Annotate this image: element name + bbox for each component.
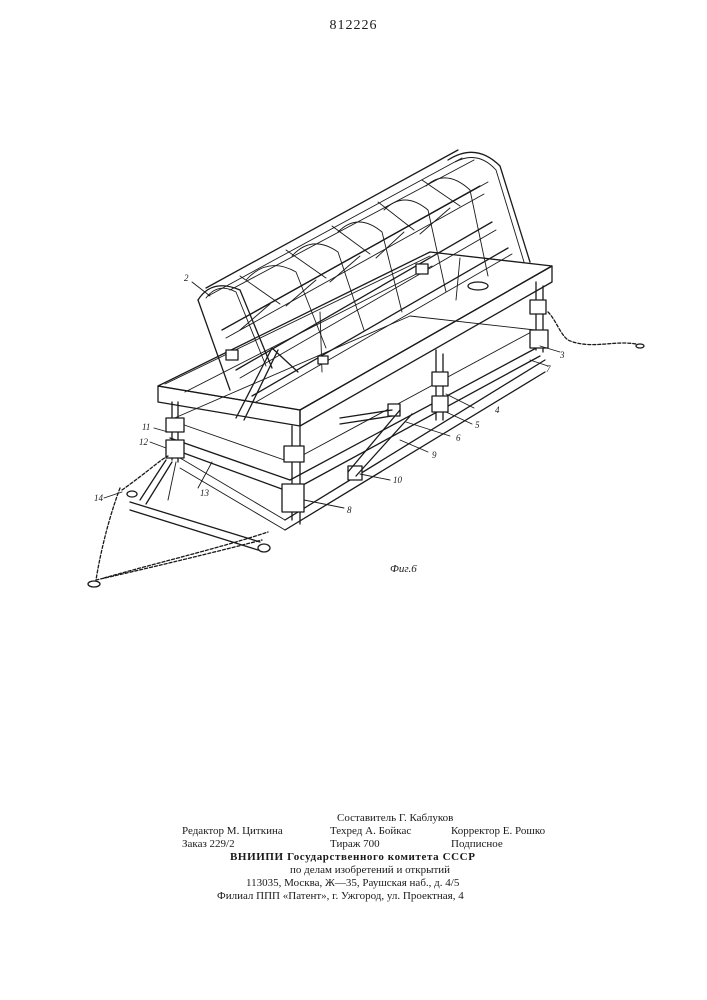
imprint-affairs: по делам изобретений и открытий — [290, 864, 450, 877]
imprint-order: Заказ 229/2 — [182, 838, 235, 851]
imprint-corrector: Корректор Е. Рошко — [451, 825, 545, 838]
label-14: 14 — [94, 493, 104, 503]
imprint-address: 113035, Москва, Ж—35, Раушская наб., д. … — [246, 877, 459, 890]
imprint-compiler: Составитель Г. Каблуков — [337, 812, 453, 825]
imprint-institute: ВНИИПИ Государственного комитета СССР — [230, 851, 476, 864]
imprint-editor: Редактор М. Циткина — [182, 825, 283, 838]
figure-caption: Фиг.6 — [390, 563, 417, 575]
imprint-branch: Филиал ППП «Патент», г. Ужгород, ул. Про… — [217, 890, 464, 903]
label-11: 11 — [142, 422, 150, 432]
label-10: 10 — [393, 475, 403, 485]
label-12: 12 — [139, 437, 149, 447]
label-6: 6 — [456, 433, 461, 443]
label-4: 4 — [495, 405, 500, 415]
lower-frame — [166, 282, 548, 530]
label-3: 3 — [559, 350, 565, 360]
label-13: 13 — [200, 488, 210, 498]
label-5: 5 — [475, 420, 480, 430]
imprint-subscription: Подписное — [451, 838, 503, 851]
part-labels: 2 3 7 4 5 6 9 10 8 11 12 13 14 — [94, 273, 565, 515]
label-8: 8 — [347, 505, 352, 515]
label-7: 7 — [546, 364, 551, 374]
imprint-circulation: Тираж 700 — [330, 838, 380, 851]
imprint-techred: Техред А. Бойкас — [330, 825, 411, 838]
label-9: 9 — [432, 450, 437, 460]
label-2: 2 — [184, 273, 189, 283]
